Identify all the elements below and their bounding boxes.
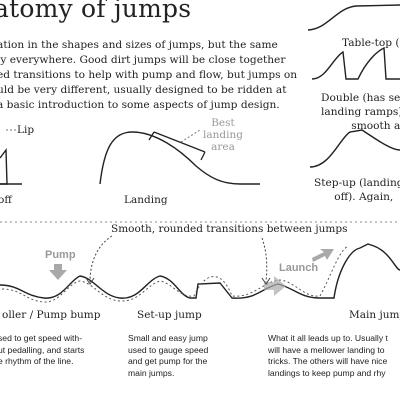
landing-area-pointer: [180, 129, 201, 143]
step-up-label: Step-up (landing off). Again,: [314, 177, 400, 203]
pump-arrow: [49, 264, 67, 280]
landing-ramp-shape: [99, 131, 260, 185]
takeoff-ramp-shape: [0, 147, 8, 185]
launch-arrow: [312, 249, 334, 262]
pump-label: Pump: [45, 249, 76, 261]
transitions-note: Smooth, rounded transitions between jump…: [111, 223, 348, 235]
transition-pointer-left-head: [85, 277, 95, 285]
best-landing-area-label: Best landing area: [203, 117, 243, 153]
step-up-jump-shape: [309, 129, 400, 168]
roller-pump-bump-label: oller / Pump bump: [2, 309, 101, 321]
transition-pointer-left: [89, 235, 113, 283]
transition-pointer-right-head: [261, 277, 271, 285]
landing-area-bracket: [148, 131, 206, 161]
page-title: atomy of jumps: [0, 0, 192, 23]
double-label: Double (has sep landing ramps). G smooth…: [321, 92, 400, 132]
launch-label: Launch: [279, 262, 319, 274]
set-up-jump-label: Set-up jump: [137, 309, 202, 321]
lip-label: Lip: [17, 124, 35, 136]
table-top-label: Table-top (o: [342, 37, 400, 49]
jump-line-ground: [0, 243, 400, 299]
double-jump-shape: [311, 46, 400, 80]
table-top-jump-shape: [307, 4, 400, 31]
transition-pointer-right: [261, 237, 268, 283]
main-jump-description: What it all leads up to. Usually t will …: [268, 333, 388, 378]
main-jump-label: Main jump: [349, 309, 400, 321]
takeoff-label: off: [0, 194, 12, 206]
landing-label: Landing: [124, 194, 168, 206]
roller-description: sed to get speed with- ut pedalling, and…: [0, 333, 85, 366]
pump-arrow-right: [264, 276, 286, 296]
set-up-description: Small and easy jump used to gauge speed …: [128, 333, 209, 378]
intro-paragraph: ation in the shapes and sizes of jumps, …: [0, 39, 298, 111]
rider-path: [1, 245, 349, 303]
